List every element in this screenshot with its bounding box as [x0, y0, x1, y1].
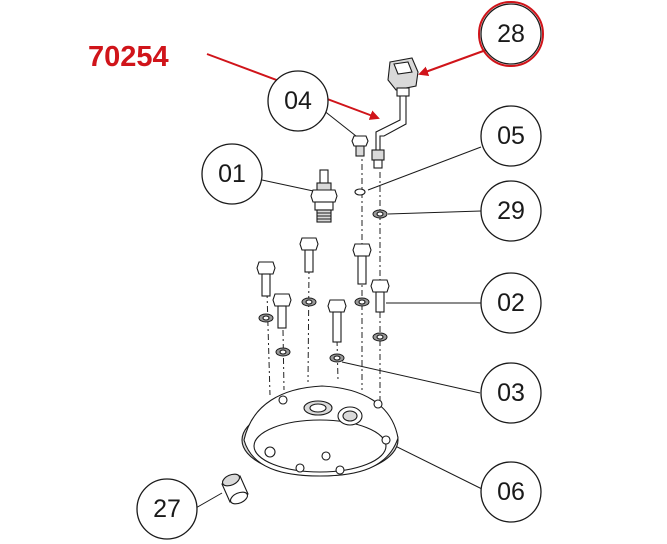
bolt — [299, 237, 319, 273]
bolt — [327, 299, 347, 343]
bolt — [370, 279, 390, 313]
callout-01: 01 — [201, 143, 263, 205]
spark-plug — [310, 169, 338, 223]
callout-27: 27 — [136, 478, 198, 540]
nut-04 — [351, 135, 369, 157]
callout-28-highlight-ring — [478, 1, 544, 67]
callout-04-label: 04 — [284, 87, 312, 115]
callout-29-label: 29 — [497, 197, 525, 225]
bolt — [352, 243, 372, 285]
callout-28-arrow — [418, 49, 487, 76]
callout-05: 05 — [480, 105, 542, 167]
sensor-cable — [371, 57, 419, 169]
bolt — [256, 261, 276, 297]
callout-03: 03 — [480, 362, 542, 424]
callout-29: 29 — [480, 180, 542, 242]
callout-02: 02 — [480, 272, 542, 334]
callout-06-label: 06 — [497, 478, 525, 506]
bolt — [272, 293, 292, 329]
sleeve — [221, 473, 249, 505]
part-number-label: 70254 — [88, 41, 169, 73]
callout-28-label: 28 — [497, 20, 525, 48]
callout-06: 06 — [480, 461, 542, 523]
callout-02-label: 02 — [497, 289, 525, 317]
callout-05-label: 05 — [497, 122, 525, 150]
washers — [258, 188, 388, 363]
callout-04: 04 — [267, 70, 329, 132]
callout-01-label: 01 — [218, 160, 246, 188]
callout-03-label: 03 — [497, 379, 525, 407]
cylinder-head — [241, 385, 399, 477]
callout-28: 28 — [478, 1, 544, 67]
bolts — [256, 237, 390, 343]
callout-27-label: 27 — [153, 495, 181, 523]
